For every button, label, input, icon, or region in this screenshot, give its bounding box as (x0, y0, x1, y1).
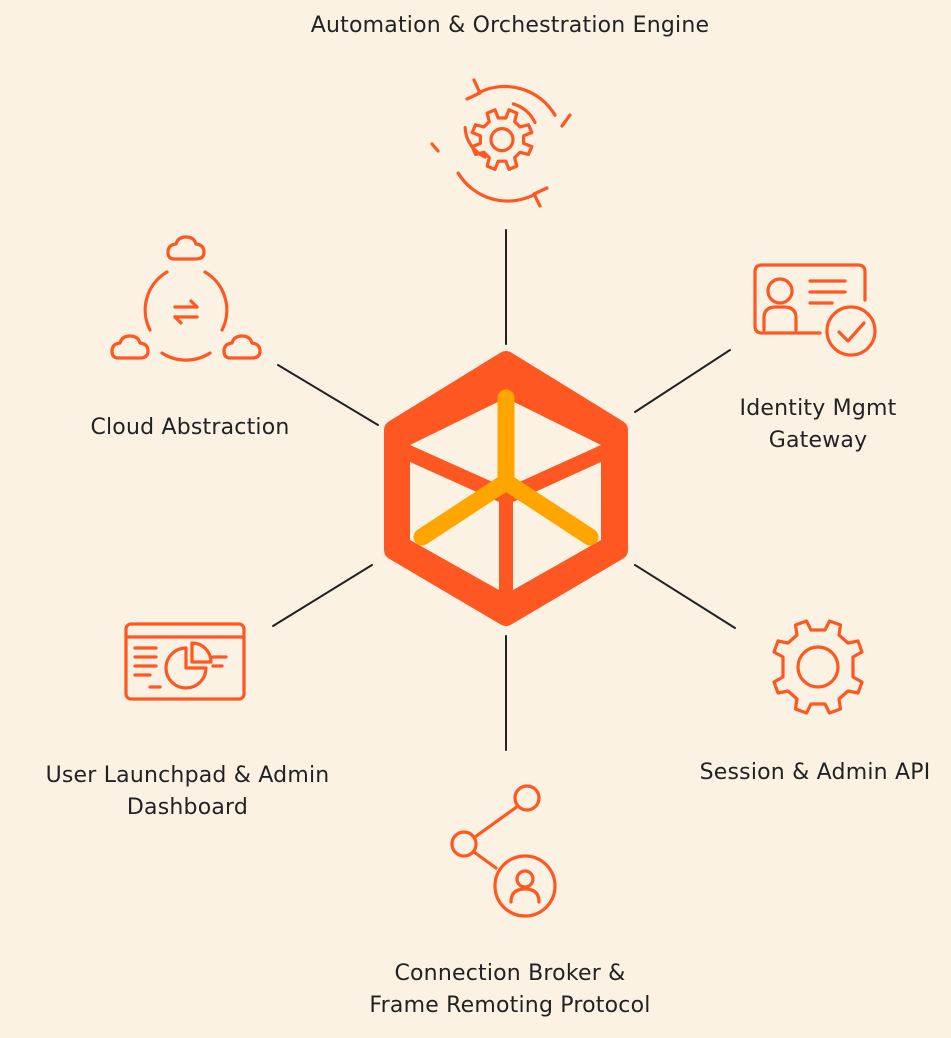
label-lower-right: Session & Admin API (680, 757, 950, 789)
dashboard-chart-icon (124, 622, 246, 701)
gear-icon (772, 619, 864, 715)
connector-upper-right (634, 349, 731, 413)
label-lower-left: User Launchpad & Admin Dashboard (0, 760, 375, 824)
connector-upper-left (277, 364, 379, 426)
label-lower-left-line-1: User Launchpad & Admin (45, 763, 330, 788)
cloud-exchange-icon (110, 235, 262, 362)
label-top: Automation & Orchestration Engine (225, 10, 795, 42)
gear-cycle-icon (430, 78, 572, 208)
label-upper-right-line-2: Gateway (768, 428, 868, 453)
label-top-line: Automation & Orchestration Engine (310, 13, 710, 38)
id-card-check-icon (753, 263, 877, 357)
connectors (272, 229, 736, 751)
label-upper-right: Identity Mgmt Gateway (688, 393, 948, 457)
cube-icon (384, 351, 628, 626)
label-upper-left: Cloud Abstraction (40, 412, 340, 444)
share-user-icon (450, 784, 557, 918)
label-bottom: Connection Broker & Frame Remoting Proto… (300, 958, 720, 1022)
label-lower-left-line-2: Dashboard (126, 795, 249, 820)
connector-lower-right (634, 564, 736, 629)
label-upper-right-line-1: Identity Mgmt (739, 396, 897, 421)
label-upper-left-line: Cloud Abstraction (90, 415, 290, 440)
label-bottom-line-2: Frame Remoting Protocol (369, 993, 651, 1018)
label-lower-right-line: Session & Admin API (699, 760, 931, 785)
label-bottom-line-1: Connection Broker & (394, 961, 626, 986)
connector-lower-left (272, 564, 373, 627)
